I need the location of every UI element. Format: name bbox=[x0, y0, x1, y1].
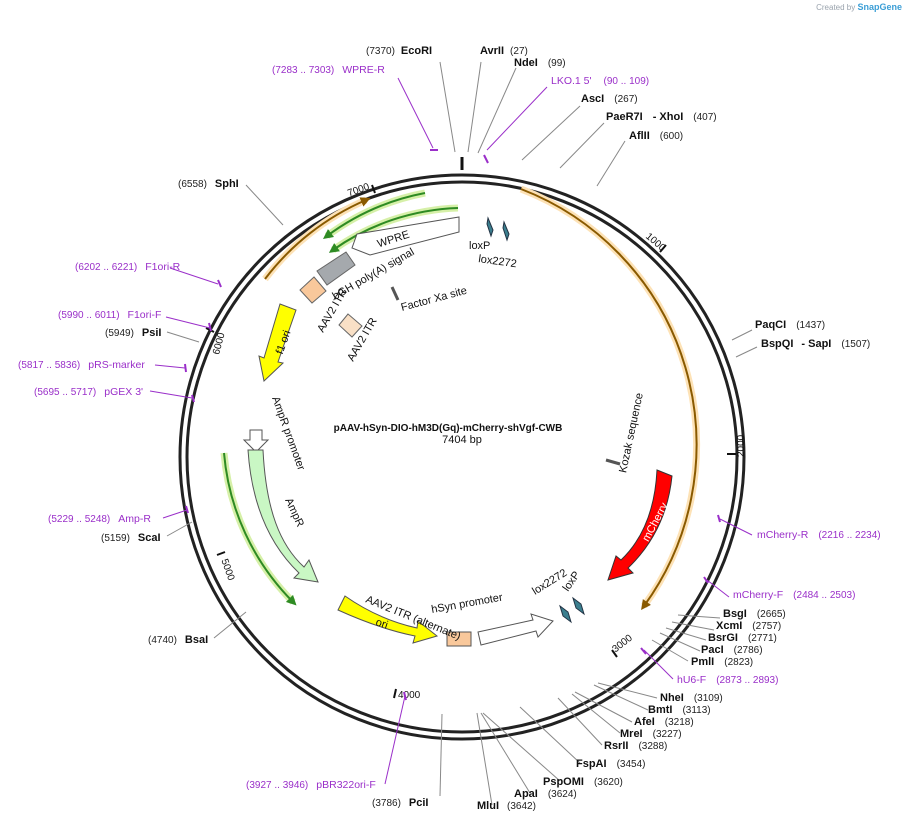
primer-labels: (7283 .. 7303)WPRE-R LKO.1 5'(90 .. 109)… bbox=[18, 64, 881, 791]
orf-arc-halo bbox=[519, 185, 700, 609]
backbone-outer bbox=[178, 173, 746, 741]
enzyme-rsrii: RsrII(3288) bbox=[604, 740, 667, 752]
tick-label-6000: 6000 bbox=[211, 331, 227, 356]
loxp-top-feature bbox=[486, 216, 494, 238]
ampr-promoter-feature bbox=[242, 429, 270, 453]
enzyme-pspomi: PspOMI(3620) bbox=[543, 776, 623, 788]
enzyme-labels: (7370)EcoRI AvrII(27) NdeI(99) AscI(267)… bbox=[101, 45, 870, 812]
enzyme-bmti: BmtI(3113) bbox=[648, 704, 711, 716]
orf-arc-upper-left bbox=[264, 197, 371, 280]
tick-1000 bbox=[659, 244, 667, 253]
tick-label-3000: 3000 bbox=[610, 632, 635, 655]
kozak-label: Kozak sequence bbox=[617, 392, 646, 474]
tick-7000 bbox=[371, 184, 376, 194]
enzyme-scai: (5159)ScaI bbox=[101, 532, 161, 544]
tick-label-5000: 5000 bbox=[218, 558, 236, 583]
enzyme-aflii: AflII(600) bbox=[629, 130, 683, 142]
primer-markers bbox=[184, 149, 721, 701]
enzyme-apai: ApaI(3624) bbox=[514, 788, 577, 800]
ampr-label: AmpR bbox=[282, 496, 306, 529]
enzyme-asci: AscI(267) bbox=[581, 93, 638, 105]
enzyme-xcmi: XcmI(2757) bbox=[716, 620, 781, 632]
primer-leaders bbox=[149, 77, 753, 785]
primer-f1ori-f: (5990 .. 6011)F1ori-F bbox=[58, 309, 161, 321]
loxp-bottom-feature bbox=[572, 596, 585, 616]
primer-prs-marker: (5817 .. 5836)pRS-marker bbox=[18, 359, 145, 371]
credit-prefix: Created by bbox=[816, 3, 856, 12]
plasmid-size: 7404 bp bbox=[442, 434, 482, 446]
aav2-itr-1-feature bbox=[299, 276, 327, 304]
f1-ori-feature bbox=[258, 303, 297, 382]
enzyme-paci: PacI(2786) bbox=[701, 644, 763, 656]
enzyme-pcii: (3786)PciI bbox=[372, 797, 428, 809]
ori-feature bbox=[337, 595, 439, 644]
ampr-promoter-label: AmpR promoter bbox=[269, 395, 307, 472]
green-arc-left bbox=[223, 452, 297, 606]
tick-3000 bbox=[611, 649, 618, 658]
snapgene-logo: SnapGene bbox=[857, 2, 902, 12]
enzyme-fspai: FspAI(3454) bbox=[576, 758, 645, 770]
mcherry-feature bbox=[607, 469, 673, 581]
backbone-inner bbox=[185, 180, 739, 734]
enzyme-mlui: MluI(3642) bbox=[477, 800, 536, 812]
tick-label-7000: 7000 bbox=[346, 181, 371, 199]
green-arc-2 bbox=[328, 207, 459, 253]
enzyme-nhei: NheI(3109) bbox=[660, 692, 723, 704]
primer-amp-r: (5229 .. 5248)Amp-R bbox=[48, 513, 151, 525]
enzyme-psii: (5949)PsiI bbox=[105, 327, 161, 339]
lox2272-top-label: lox2272 bbox=[478, 253, 518, 270]
enzyme-mrei: MreI(3227) bbox=[620, 728, 682, 740]
primer-hu6-f: hU6-F(2873 .. 2893) bbox=[677, 674, 778, 686]
enzyme-pmli: PmlI(2823) bbox=[691, 656, 753, 668]
factor-xa-label: Factor Xa site bbox=[400, 285, 469, 314]
aav2-itr-alt-feature bbox=[446, 631, 472, 647]
tick-label-2000: 2000 bbox=[736, 434, 747, 457]
enzyme-bspqi-sapi: BspQI- SapI(1507) bbox=[761, 338, 870, 350]
tick-4000 bbox=[393, 688, 397, 699]
lox2272-bottom-feature bbox=[559, 604, 572, 624]
enzyme-paqci: PaqCI(1437) bbox=[755, 319, 825, 331]
enzyme-ndei: NdeI(99) bbox=[514, 57, 566, 69]
enzyme-paer7i-xhoi: PaeR7I- XhoI(407) bbox=[606, 111, 717, 123]
factor-xa-feature bbox=[390, 286, 400, 301]
enzyme-bsgi: BsgI(2665) bbox=[723, 608, 786, 620]
enzyme-afei: AfeI(3218) bbox=[634, 716, 694, 728]
ori-label: ori bbox=[374, 616, 389, 631]
enzyme-ecori: (7370)EcoRI bbox=[366, 45, 432, 57]
primer-mcherry-r: mCherry-R(2216 .. 2234) bbox=[757, 529, 881, 541]
bgh-polya-feature bbox=[316, 251, 356, 286]
primer-pgex3: (5695 .. 5717)pGEX 3' bbox=[34, 386, 143, 398]
tick-5000 bbox=[216, 551, 226, 556]
primer-lko1: LKO.1 5'(90 .. 109) bbox=[551, 75, 649, 87]
primer-wpre-r: (7283 .. 7303)WPRE-R bbox=[272, 64, 385, 76]
green-arc-1 bbox=[322, 192, 426, 239]
primer-mcherry-f: mCherry-F(2484 .. 2503) bbox=[733, 589, 855, 601]
enzyme-avrii: AvrII(27) bbox=[480, 45, 528, 57]
kozak-feature bbox=[605, 458, 621, 466]
enzyme-bsai: (4740)BsaI bbox=[148, 634, 208, 646]
snapgene-credit: Created by SnapGene bbox=[816, 2, 902, 12]
ampr-feature bbox=[247, 449, 319, 583]
wpre-feature bbox=[351, 216, 460, 256]
plasmid-name: pAAV-hSyn-DIO-hM3D(Gq)-mCherry-shVgf-CWB bbox=[334, 423, 563, 434]
enzyme-bsrgi: BsrGI(2771) bbox=[708, 632, 777, 644]
tick-label-4000: 4000 bbox=[398, 690, 421, 701]
enzyme-leaders bbox=[166, 61, 758, 806]
loxp-top-label: loxP bbox=[469, 240, 490, 252]
enzyme-sphi: (6558)SphI bbox=[178, 178, 239, 190]
primer-f1ori-r: (6202 .. 6221)F1ori-R bbox=[75, 261, 181, 273]
tick-marks bbox=[205, 184, 736, 699]
primer-pbr322ori-f: (3927 .. 3946)pBR322ori-F bbox=[246, 779, 376, 791]
hsyn-promoter-label: hSyn promoter bbox=[430, 592, 503, 616]
lox2272-top-feature bbox=[502, 220, 510, 242]
aav2-itr-2-feature bbox=[338, 313, 363, 338]
hsyn-promoter-feature bbox=[477, 613, 554, 646]
orf-arc bbox=[520, 188, 698, 611]
